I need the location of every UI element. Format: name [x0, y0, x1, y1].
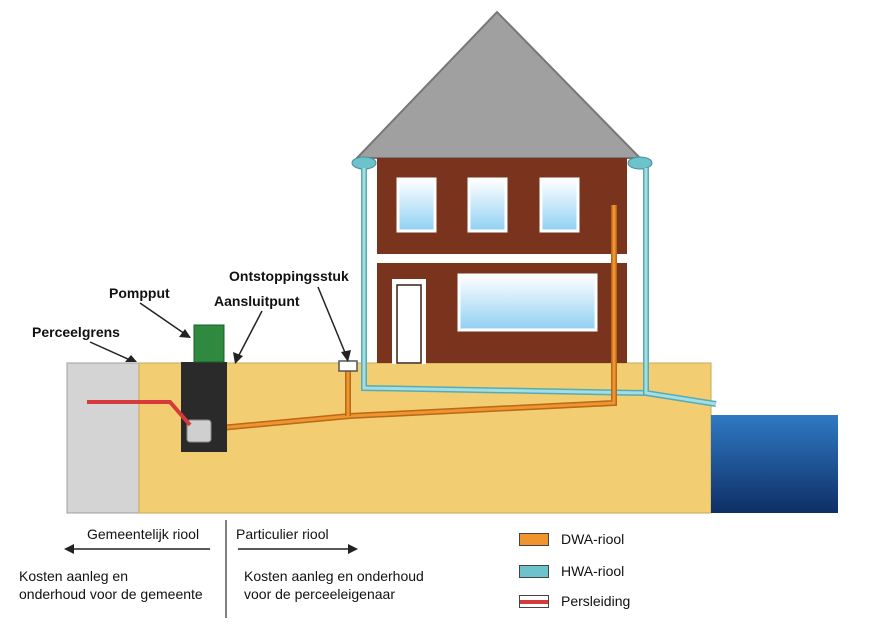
legend-item-dwa: DWA-riool — [519, 531, 624, 547]
legend-swatch-pers — [519, 594, 549, 608]
title-gemeentelijk: Gemeentelijk riool — [87, 526, 200, 542]
hwa-pipe-right-inner — [644, 168, 717, 406]
label-pompput: Pompput — [109, 285, 170, 301]
desc-gemeente-line1: Kosten aanleg en — [19, 568, 128, 584]
gutter-left — [351, 156, 377, 170]
desc-gemeente-line2: onderhoud voor de gemeente — [19, 586, 203, 602]
title-particulier: Particulier riool — [236, 526, 329, 542]
arrow-right-icon — [348, 544, 358, 554]
desc-perceeleigenaar-line2: voor de perceeleigenaar — [244, 586, 395, 602]
water-body — [711, 415, 838, 513]
label-ontstoppingsstuk: Ontstoppingsstuk — [229, 268, 349, 284]
legend-swatch-dwa — [519, 532, 549, 546]
pump-pit-lid — [193, 324, 225, 363]
house-band — [377, 254, 627, 263]
arrowhead-icon — [341, 350, 351, 362]
dwa-pipe-inner — [219, 205, 616, 430]
street-block — [66, 362, 140, 514]
arrow-ontstoppingsstuk — [317, 286, 347, 356]
legend-item-pers: Persleiding — [519, 593, 630, 609]
window-large — [457, 273, 598, 332]
arrow-left-icon — [64, 544, 74, 554]
label-aansluitpunt: Aansluitpunt — [214, 293, 300, 309]
label-perceelgrens: Perceelgrens — [32, 324, 120, 340]
desc-gemeente: Kosten aanleg en onderhoud voor de gemee… — [19, 567, 203, 603]
door-inner — [396, 284, 422, 364]
arrow-perceelgrens — [89, 341, 131, 361]
hwa-pipe-left-inner — [362, 168, 647, 395]
house-roof — [354, 10, 643, 159]
cleanout-cap — [338, 360, 358, 372]
legend-label-hwa: HWA-riool — [561, 563, 625, 579]
window — [467, 177, 508, 233]
arrowhead-icon — [125, 355, 137, 362]
legend-label-pers: Persleiding — [561, 593, 631, 609]
arrow-pompput — [139, 302, 186, 335]
arrowhead-icon — [233, 352, 243, 364]
legend-item-hwa: HWA-riool — [519, 563, 624, 579]
legend-swatch-hwa — [519, 564, 549, 578]
arrow-aansluitpunt — [237, 310, 263, 358]
desc-perceeleigenaar-line1: Kosten aanleg en onderhoud — [244, 568, 424, 584]
pump — [186, 419, 212, 443]
desc-perceeleigenaar: Kosten aanleg en onderhoud voor de perce… — [244, 567, 424, 603]
window — [539, 177, 580, 233]
window — [396, 177, 437, 233]
arrowhead-icon — [179, 329, 191, 338]
pressure-pipe — [87, 400, 192, 427]
gutter-right — [627, 156, 653, 170]
legend-label-dwa: DWA-riool — [561, 531, 625, 547]
